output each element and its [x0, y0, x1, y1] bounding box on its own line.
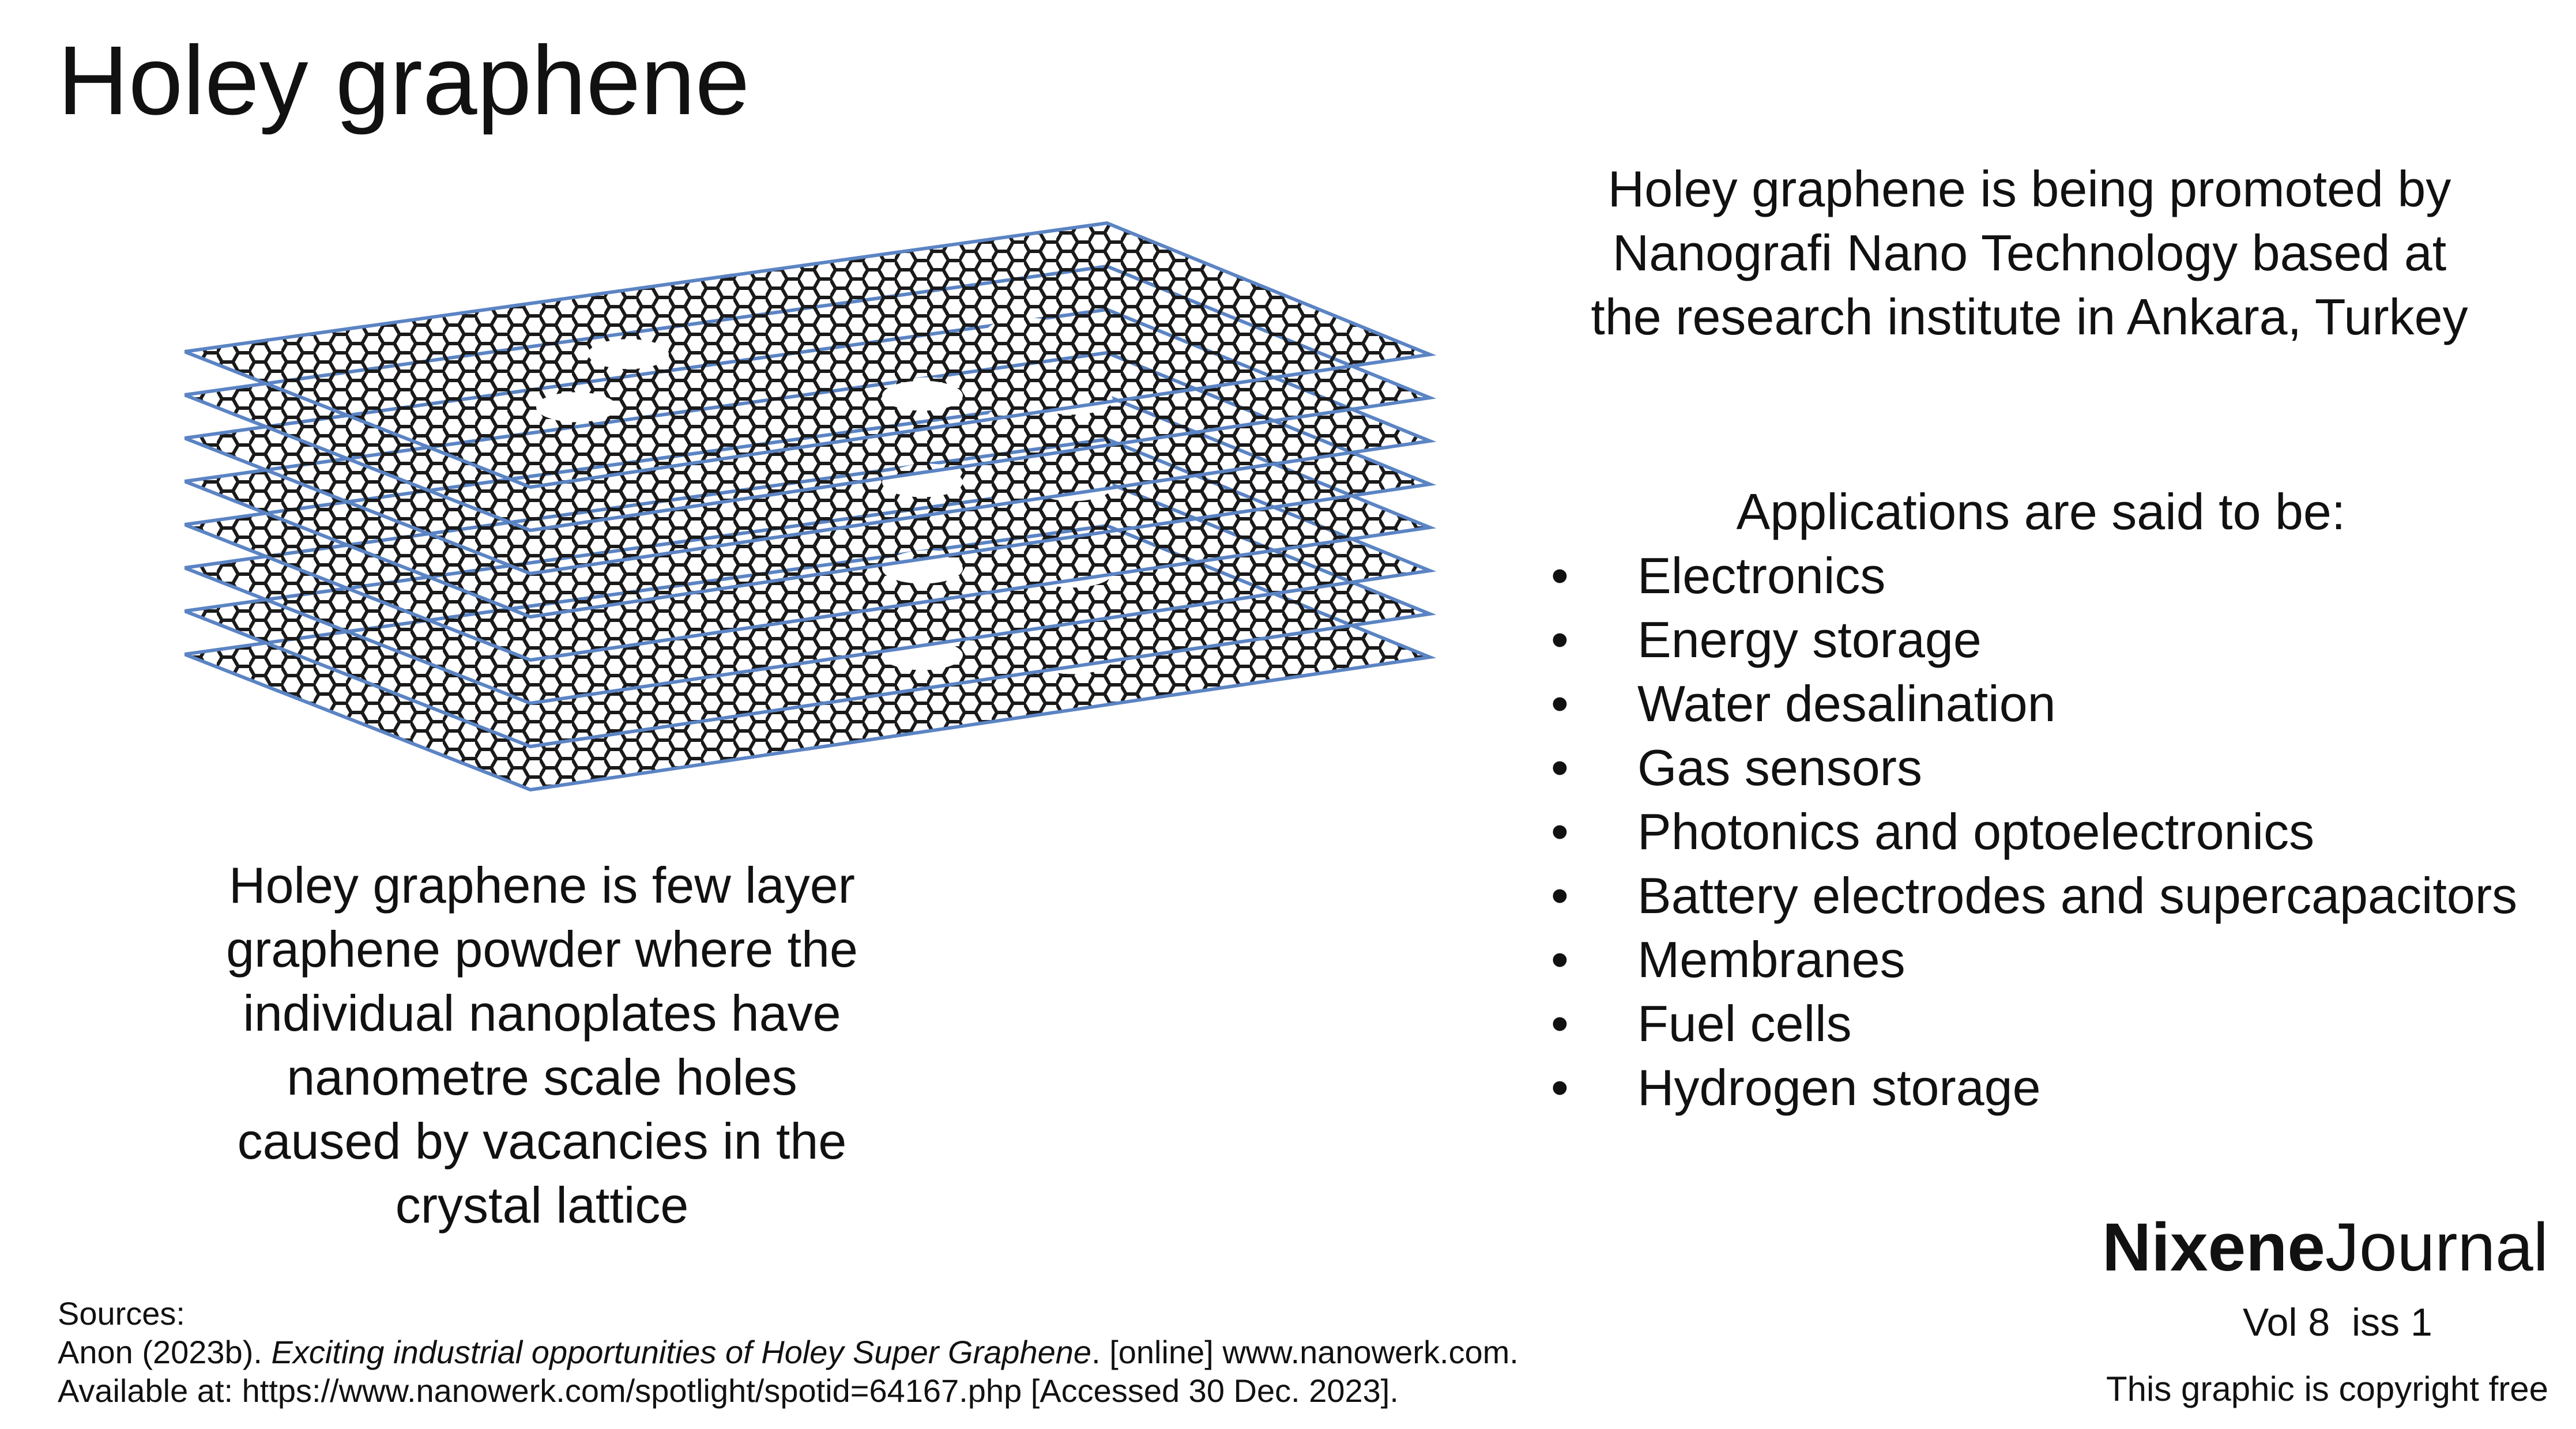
source-title: Exciting industrial opportunities of Hol… [271, 1334, 1092, 1370]
lattice-hole [588, 339, 669, 369]
list-item: Gas sensors [1551, 736, 2531, 800]
list-item: Battery electrodes and supercapacitors [1551, 864, 2531, 927]
list-item: Hydrogen storage [1551, 1055, 2531, 1119]
promo-line: the research institute in Ankara, Turkey [1591, 288, 2468, 345]
sources-citation: Sources: Anon (2023b). Exciting industri… [58, 1294, 1519, 1410]
applications-list: Electronics Energy storage Water desalin… [1551, 544, 2531, 1119]
promo-line: Holey graphene is being promoted by [1607, 160, 2451, 217]
promo-line: Nanografi Nano Technology based at [1612, 224, 2447, 281]
holey-graphene-layers-icon [184, 221, 1437, 792]
copyright-notice: This graphic is copyright free [2106, 1370, 2548, 1408]
volume-issue: Vol 8 iss 1 [2243, 1300, 2432, 1344]
holey-graphene-description: Holey graphene is few layer graphene pow… [138, 853, 946, 1237]
list-item: Energy storage [1551, 608, 2531, 672]
description-line: caused by vacancies in the [237, 1113, 847, 1170]
sources-label: Sources: [58, 1295, 185, 1332]
description-line: individual nanoplates have [243, 985, 841, 1042]
list-item: Photonics and optoelectronics [1551, 800, 2531, 864]
sources-line-2: Available at: https://www.nanowerk.com/s… [58, 1373, 1399, 1409]
list-item: Membranes [1551, 927, 2531, 991]
graphene-sheet [184, 221, 1437, 489]
description-line: Holey graphene is few layer [229, 857, 855, 914]
applications-heading: Applications are said to be: [1736, 483, 2346, 540]
list-item: Water desalination [1551, 672, 2531, 736]
list-item: Electronics [1551, 544, 2531, 608]
sources-line-1: Anon (2023b). Exciting industrial opport… [58, 1334, 1519, 1370]
description-line: graphene powder where the [226, 921, 858, 978]
description-line: nanometre scale holes [287, 1049, 797, 1106]
journal-brand: NixeneJournal [2102, 1209, 2548, 1285]
lattice-hole [882, 380, 963, 411]
description-line: crystal lattice [395, 1177, 689, 1234]
page-title: Holey graphene [58, 26, 750, 135]
lattice-hole [536, 392, 617, 423]
promotion-text: Holey graphene is being promoted by Nano… [1522, 157, 2537, 349]
list-item: Fuel cells [1551, 991, 2531, 1055]
